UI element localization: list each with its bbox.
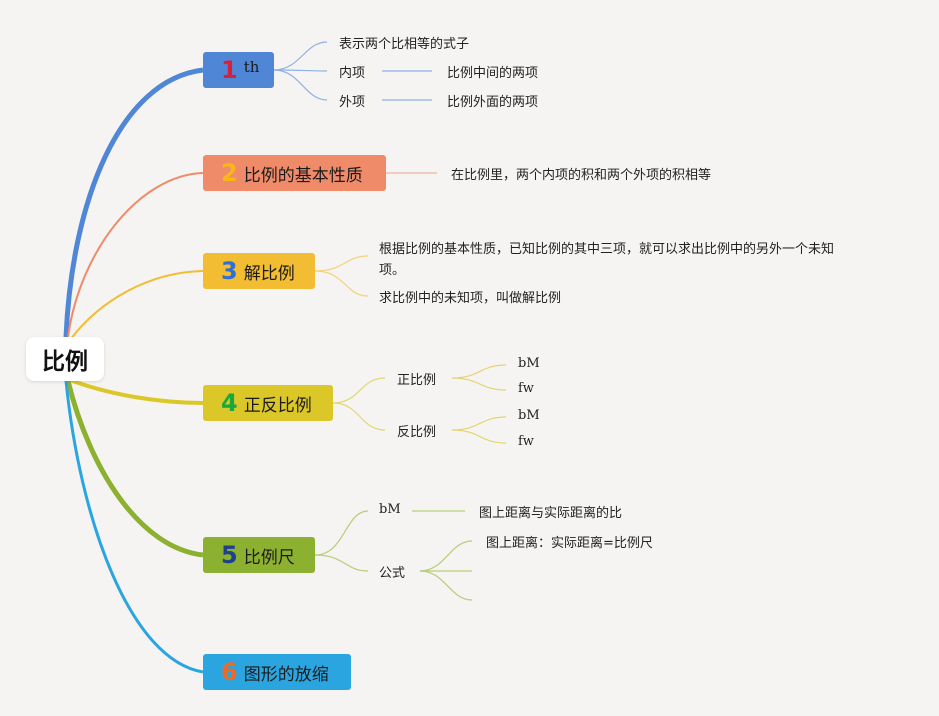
b1-outer-desc[interactable]: 比例外面的两项 xyxy=(447,95,539,110)
b3-line2: 项。 xyxy=(379,263,406,278)
b1-inner-term[interactable]: 内项 xyxy=(339,66,366,81)
topic-1-label: th xyxy=(243,58,260,76)
connector-b4-direct xyxy=(332,377,386,404)
connector-b5-formula-text xyxy=(419,540,473,572)
root-node[interactable]: 比例 xyxy=(26,337,104,381)
connector-root-topic1 xyxy=(63,67,204,338)
connector-b5-formula xyxy=(314,554,369,572)
connector-b5-formula-empty2 xyxy=(419,570,473,601)
topic-2-label: 比例的基本性质 xyxy=(243,165,363,186)
b4-direct-label[interactable]: 正比例 xyxy=(397,373,437,388)
topic-5-number: 5 xyxy=(221,541,238,569)
b4-direct-a[interactable]: bM xyxy=(518,356,540,371)
b1-definition[interactable]: 表示两个比相等的式子 xyxy=(339,37,470,52)
b3-line1[interactable]: 根据比例的基本性质，已知比例的其中三项，就可以求出比例中的另外一个未知 xyxy=(379,242,835,257)
connector-b1-outer xyxy=(273,69,328,101)
b4-inverse-label[interactable]: 反比例 xyxy=(397,425,437,440)
b4-inverse-b[interactable]: fw xyxy=(518,434,534,449)
connector-root-topic2 xyxy=(67,172,204,338)
connector-b5-def xyxy=(314,510,369,556)
topic-3-label: 解比例 xyxy=(243,263,295,284)
topic-3-number: 3 xyxy=(221,257,238,285)
topic-2[interactable]: 2 比例的基本性质 xyxy=(203,155,386,191)
b4-direct-b[interactable]: fw xyxy=(518,381,534,396)
topic-5[interactable]: 5 比例尺 xyxy=(203,537,315,573)
topic-5-label: 比例尺 xyxy=(243,547,295,568)
topic-2-number: 2 xyxy=(221,159,238,187)
connector-root-topic4 xyxy=(69,378,204,405)
connector-root-topic5 xyxy=(65,380,204,558)
topic-1[interactable]: 1 th xyxy=(203,52,274,88)
connector-root-topic6 xyxy=(64,380,204,674)
connector-b4-direct-a xyxy=(451,364,507,379)
topic-6[interactable]: 6 图形的放缩 xyxy=(203,654,351,690)
connector-b3-line3 xyxy=(314,270,369,297)
b4-inverse-a[interactable]: bM xyxy=(518,408,540,423)
b1-outer-term[interactable]: 外项 xyxy=(339,95,366,110)
topic-6-number: 6 xyxy=(221,658,238,686)
connector-b4-inverse-a xyxy=(451,416,507,431)
b5-formula[interactable]: 图上距离：实际距离=比例尺 xyxy=(486,536,653,551)
b5-def-term[interactable]: bM xyxy=(379,502,401,517)
connector-b4-direct-b xyxy=(451,377,507,391)
connector-b4-inverse xyxy=(332,402,386,431)
connector-b1-definition xyxy=(273,41,328,71)
topic-1-number: 1 xyxy=(221,56,238,84)
b2-desc[interactable]: 在比例里，两个内项的积和两个外项的积相等 xyxy=(451,168,712,183)
connector-root-topic3 xyxy=(69,270,204,341)
b5-formula-label[interactable]: 公式 xyxy=(379,566,406,581)
connector-b4-inverse-b xyxy=(451,429,507,444)
b1-inner-desc[interactable]: 比例中间的两项 xyxy=(447,66,539,81)
b3-line3[interactable]: 求比例中的未知项，叫做解比例 xyxy=(379,291,562,306)
b5-def-desc[interactable]: 图上距离与实际距离的比 xyxy=(479,506,623,521)
topic-6-label: 图形的放缩 xyxy=(243,664,329,685)
topic-4-label: 正反比例 xyxy=(243,395,312,416)
topic-3[interactable]: 3 解比例 xyxy=(203,253,315,289)
topic-4-number: 4 xyxy=(221,389,238,417)
topic-4[interactable]: 4 正反比例 xyxy=(203,385,333,421)
connector-b3-line1 xyxy=(314,255,369,272)
